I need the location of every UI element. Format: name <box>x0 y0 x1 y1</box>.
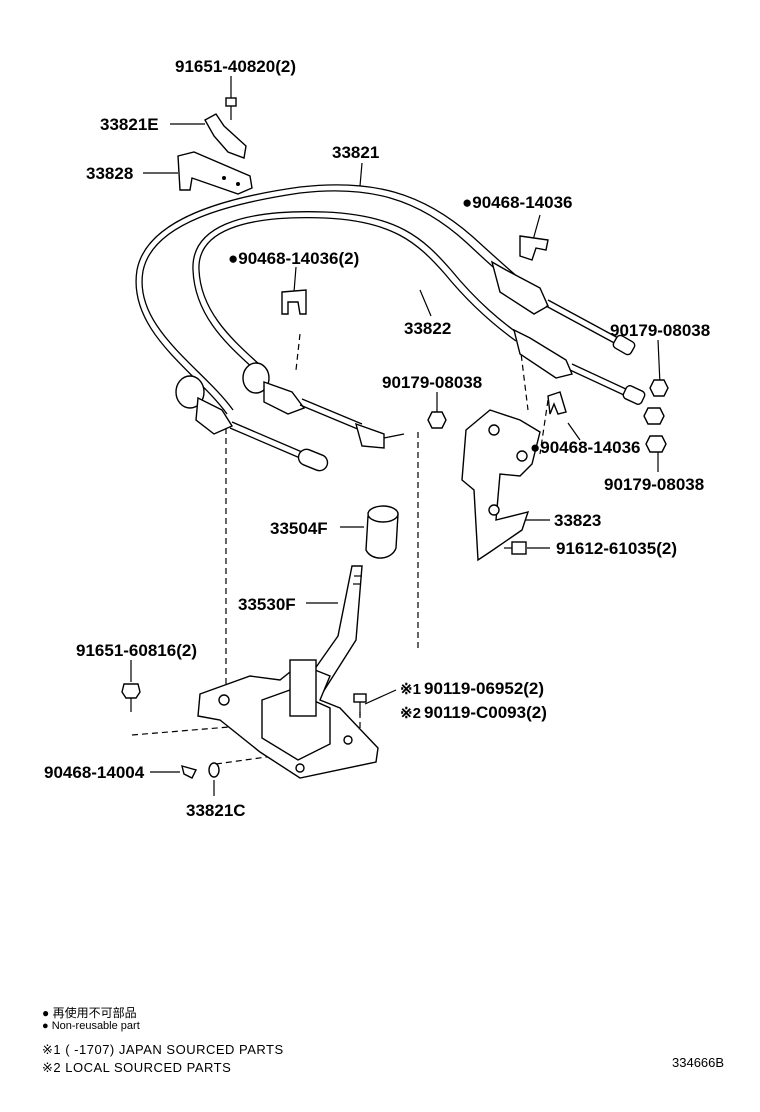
shift-knob-33504F <box>365 505 399 559</box>
part-labels: 91651-40820(2) 33821E 33828 33821 ●90468… <box>44 57 710 820</box>
label-bracket-33828: 33828 <box>86 164 133 183</box>
label-mark-2: ※2 <box>400 705 421 722</box>
legend-note-japan-sourced: ※1 ( -1707) JAPAN SOURCED PARTS <box>42 1042 284 1057</box>
nut-90179-08038-mid <box>427 411 447 429</box>
pin-90468-14004 <box>181 764 198 779</box>
cable-boot-icon <box>175 375 205 409</box>
legend-note-local-sourced: ※2 LOCAL SOURCED PARTS <box>42 1060 232 1075</box>
label-knob-33504F: 33504F <box>270 519 328 538</box>
bracket-33823 <box>461 409 541 562</box>
bolt-91651-40820 <box>225 97 237 120</box>
label-screw-90119-C0093: 90119-C0093(2) <box>424 703 547 722</box>
shift-cable-33821 <box>135 184 636 472</box>
washer-33821C <box>208 762 220 778</box>
legend-non-reusable-cn: ● 再使用不可部品 <box>42 1006 137 1020</box>
label-screw-90119-06952: 90119-06952(2) <box>424 679 544 698</box>
label-nut-90179-08038-mid: 90179-08038 <box>382 373 482 392</box>
cable-boot-icon <box>242 362 270 394</box>
label-washer-33821C: 33821C <box>186 801 246 820</box>
label-bolt-91612-61035: 91612-61035(2) <box>556 539 677 558</box>
clip-90468-14036-mid <box>281 289 307 315</box>
label-nut-90179-08038-upper: 90179-08038 <box>610 321 710 340</box>
label-mark-1: ※1 <box>400 681 421 698</box>
legend-non-reusable-en: ● Non-reusable part <box>42 1020 140 1032</box>
screw-90119 <box>353 693 367 716</box>
label-bracket-33823: 33823 <box>554 511 601 530</box>
label-pin-90468-14004: 90468-14004 <box>44 763 145 782</box>
label-bracket-33821E: 33821E <box>100 115 159 134</box>
bracket-33828 <box>177 151 253 195</box>
bracket-33821E <box>204 113 247 159</box>
label-clip-90468-14036-bracket: ●90468-14036 <box>530 438 640 457</box>
shift-lever-base <box>197 659 379 779</box>
label-bolt-91651-40820: 91651-40820(2) <box>175 57 296 76</box>
bolt-91651-60816 <box>121 683 141 712</box>
clip-90468-14036-upper <box>519 235 549 261</box>
bolt-91612-61035 <box>504 541 527 555</box>
nut-90179-08038-right-lower <box>643 407 667 453</box>
illustration-id: 334666B <box>672 1055 725 1070</box>
label-lever-33530F: 33530F <box>238 595 296 614</box>
label-bolt-91651-60816: 91651-60816(2) <box>76 641 197 660</box>
label-clip-90468-14036-upper: ●90468-14036 <box>462 193 572 212</box>
nut-90179-08038-right-upper <box>649 379 669 397</box>
select-cable-33822 <box>192 211 646 449</box>
clip-90468-14036-bracket <box>547 391 567 415</box>
label-nut-90179-08038-lower: 90179-08038 <box>604 475 704 494</box>
label-clip-90468-14036-mid: ●90468-14036(2) <box>228 249 359 268</box>
label-cable-33822: 33822 <box>404 319 451 338</box>
label-cable-33821: 33821 <box>332 143 379 162</box>
